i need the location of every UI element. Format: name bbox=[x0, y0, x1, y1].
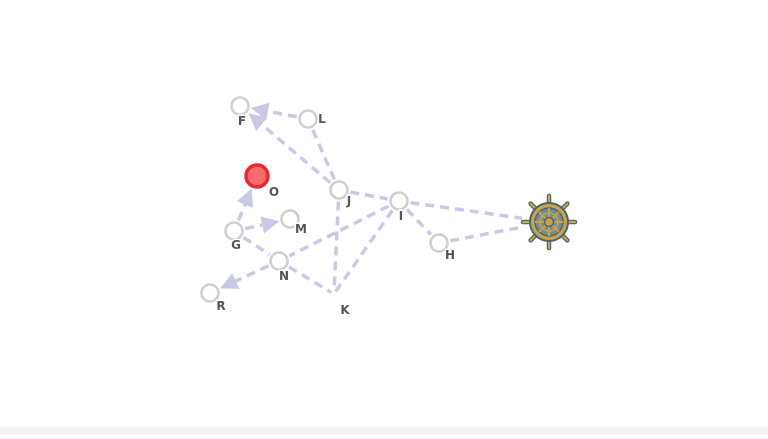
node-label: R bbox=[216, 299, 225, 313]
node-j[interactable]: J bbox=[329, 180, 353, 210]
node-circle[interactable] bbox=[224, 221, 244, 241]
node-f[interactable]: F bbox=[230, 96, 250, 130]
node-label: I bbox=[399, 209, 403, 223]
node-circle[interactable] bbox=[429, 233, 449, 253]
node-label: K bbox=[340, 303, 350, 317]
edge-i-k bbox=[334, 209, 394, 293]
node-n[interactable]: N bbox=[269, 251, 291, 285]
node-o[interactable]: O bbox=[244, 163, 281, 201]
node-circle[interactable] bbox=[280, 209, 300, 229]
edge-g-o bbox=[236, 188, 254, 222]
node-circle[interactable] bbox=[269, 251, 289, 271]
bottom-band bbox=[0, 427, 768, 435]
node-l[interactable]: L bbox=[298, 109, 328, 129]
node-circle[interactable] bbox=[200, 283, 220, 303]
node-label: G bbox=[231, 238, 241, 252]
edge-h-helm bbox=[449, 225, 523, 243]
edge-i-n bbox=[288, 204, 390, 258]
nodes-layer: F L O M G J I H N R K bbox=[200, 96, 457, 319]
edges-layer bbox=[220, 102, 523, 294]
node-label: O bbox=[269, 185, 279, 199]
edge-j-k bbox=[332, 201, 341, 292]
edge-g-m bbox=[244, 216, 280, 234]
edge-i-h bbox=[405, 208, 433, 236]
node-label: M bbox=[295, 222, 307, 236]
node-label: L bbox=[318, 112, 326, 126]
edge-j-f bbox=[248, 113, 332, 184]
node-g[interactable]: G bbox=[224, 221, 244, 254]
node-i[interactable]: I bbox=[389, 191, 409, 225]
node-circle[interactable] bbox=[329, 180, 349, 200]
edge-n-k bbox=[287, 265, 333, 294]
wheel-inner-ring bbox=[539, 212, 559, 232]
node-circle[interactable] bbox=[298, 109, 318, 129]
node-label: N bbox=[279, 269, 289, 283]
active-node-circle[interactable] bbox=[244, 163, 270, 189]
node-label: H bbox=[445, 248, 455, 262]
node-label: J bbox=[346, 194, 351, 208]
edge-g-n bbox=[242, 235, 271, 257]
node-circle[interactable] bbox=[389, 191, 409, 211]
node-k[interactable]: K bbox=[339, 302, 352, 319]
edge-n-r bbox=[220, 264, 270, 289]
edge-j-i bbox=[349, 190, 389, 201]
edge-l-f bbox=[250, 102, 298, 120]
node-m[interactable]: M bbox=[280, 209, 308, 238]
wheel-hub bbox=[543, 216, 555, 228]
edge-i-helm bbox=[410, 200, 523, 221]
node-h[interactable]: H bbox=[429, 233, 457, 264]
node-r[interactable]: R bbox=[200, 283, 227, 315]
node-circle[interactable] bbox=[230, 96, 250, 116]
ship-wheel-icon[interactable] bbox=[520, 193, 578, 251]
node-label: F bbox=[238, 114, 246, 128]
edge-j-l bbox=[310, 128, 337, 181]
